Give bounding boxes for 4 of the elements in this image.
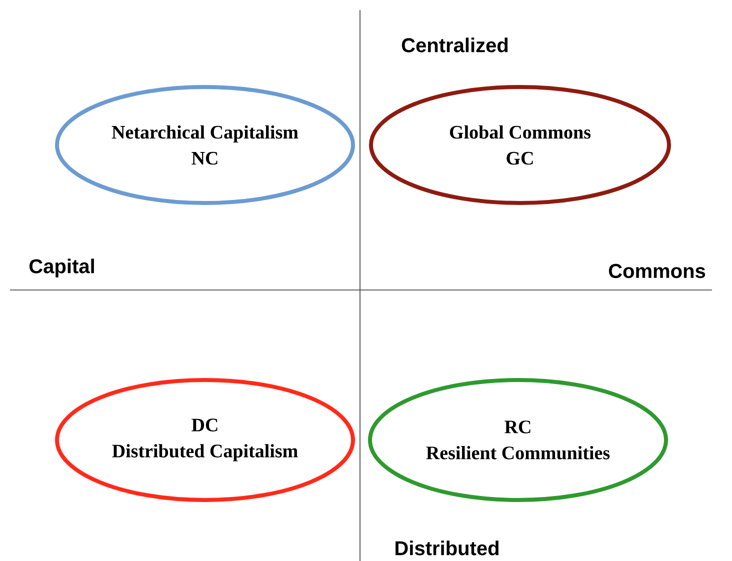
axis-label: Distributed xyxy=(396,540,498,556)
axis-label: Commons xyxy=(608,264,706,278)
axis-label: Capital xyxy=(29,258,94,278)
axis-label: Centralized xyxy=(402,38,508,52)
